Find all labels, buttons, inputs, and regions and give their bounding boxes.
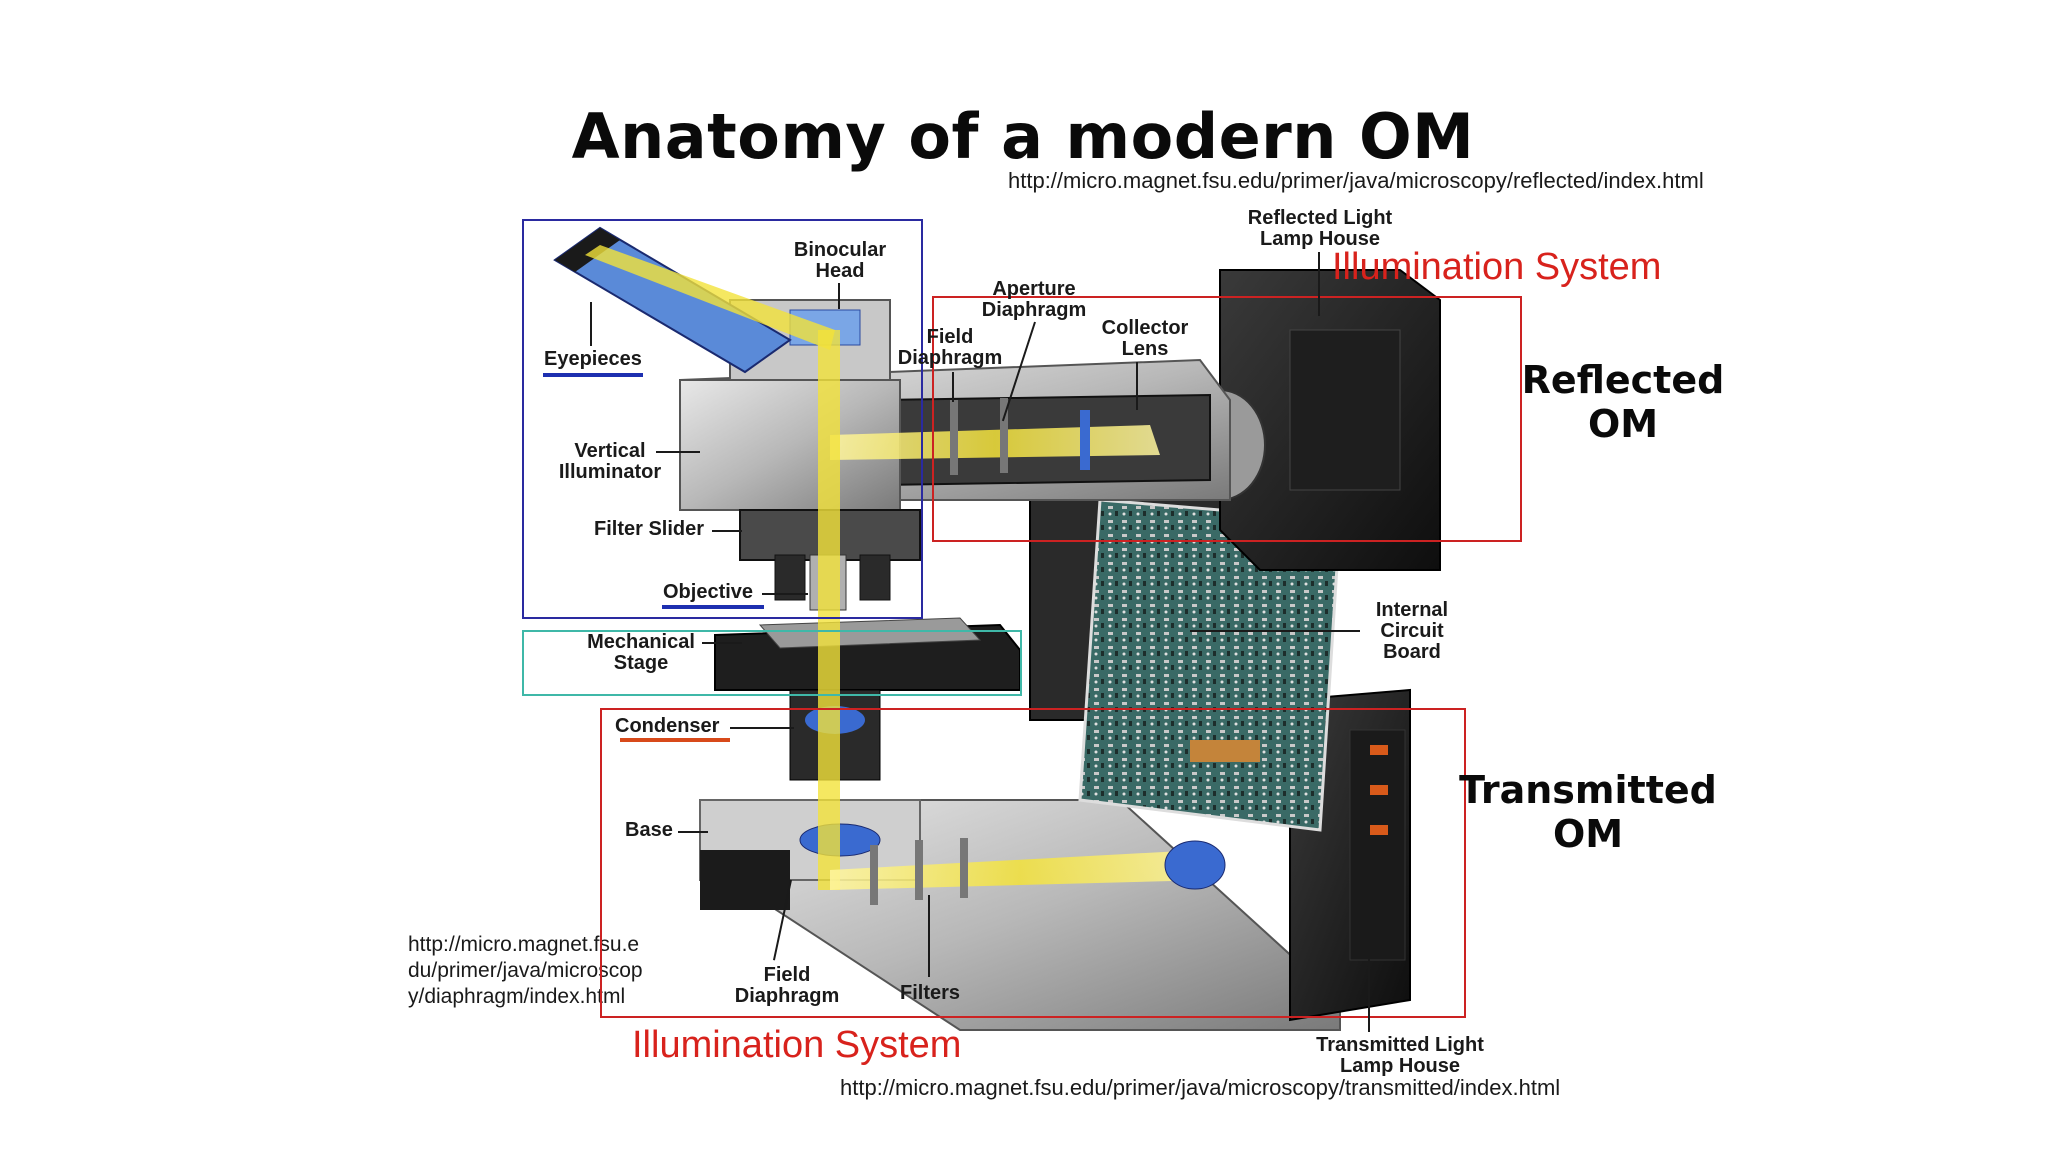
filter-disk-3: [960, 838, 968, 898]
label-vertical-illuminator-line-1: Vertical: [574, 440, 646, 462]
leader-binocular-head: [838, 283, 840, 309]
filter-disk-2: [915, 840, 923, 900]
label-aperture-diaphragm-line-1: Aperture: [992, 278, 1076, 300]
reflected-om-line-1: Reflected: [1521, 358, 1725, 402]
label-field-diaphragm-bottom-line-2: Diaphragm: [734, 985, 840, 1007]
leader-transmitted-lamp-house: [1368, 900, 1370, 1032]
label-filter-slider: Filter Slider: [594, 518, 705, 540]
leader-objective: [762, 593, 808, 595]
stage-section-box: [522, 630, 1022, 696]
transmitted-light-path: [830, 850, 1210, 890]
leader-base: [678, 831, 708, 833]
label-mechanical-stage-line-2: Stage: [613, 652, 669, 674]
label-aperture-diaphragm-line-2: Diaphragm: [981, 299, 1087, 321]
leader-condenser: [730, 727, 794, 729]
label-binocular-head-line-1: Binocular: [793, 239, 887, 261]
transmitted-om-heading: Transmitted OM: [1448, 768, 1728, 856]
leader-collector-lens: [1136, 362, 1138, 410]
illumination-system-bottom: Illumination System: [632, 1024, 962, 1066]
aperture-disk-1: [950, 400, 958, 475]
objective-underline: [662, 605, 764, 609]
eyepieces-underline: [543, 373, 643, 377]
label-mechanical-stage: Mechanical Stage: [576, 632, 706, 674]
leader-filter-slider: [712, 530, 742, 532]
lamp-sticker-2: [1370, 785, 1388, 795]
label-internal-circuit-board-line-2: Circuit: [1380, 620, 1444, 642]
label-collector-lens-line-1: Collector: [1101, 317, 1189, 339]
eyepiece-light-path: [585, 245, 835, 350]
page-title: Anatomy of a modern OM: [571, 100, 1475, 173]
diaphragm-url[interactable]: http://micro.magnet.fsu.e du/primer/java…: [408, 932, 643, 1010]
reflected-om-heading: Reflected OM: [1508, 358, 1738, 446]
leader-reflected-lamp-house: [1318, 252, 1320, 316]
label-eyepieces: Eyepieces: [544, 348, 642, 370]
label-mechanical-stage-line-1: Mechanical: [587, 631, 695, 653]
label-reflected-lamp-house-line-2: Lamp House: [1259, 228, 1381, 250]
reflected-url[interactable]: http://micro.magnet.fsu.edu/primer/java/…: [1008, 168, 1704, 193]
base-foot: [700, 850, 790, 910]
objective-2: [859, 554, 891, 601]
leader-eyepieces: [590, 302, 592, 346]
label-condenser: Condenser: [615, 715, 720, 737]
label-binocular-head: Binocular Head: [770, 240, 910, 282]
leader-internal-circuit-board: [1190, 630, 1360, 632]
label-vertical-illuminator: Vertical Illuminator: [545, 441, 675, 483]
condenser-underline: [620, 738, 730, 742]
head-section-box: [522, 219, 923, 619]
eyepiece-caps: [555, 228, 620, 272]
collector-lens-disk: [1080, 410, 1090, 470]
reflected-lamp-panel: [1289, 329, 1401, 491]
reflected-light-path: [830, 425, 1160, 460]
label-internal-circuit-board: Internal Circuit Board: [1362, 600, 1462, 663]
label-field-diaphragm-bottom-line-1: Field: [763, 964, 811, 986]
leader-vertical-illuminator: [656, 451, 700, 453]
filter-disk-1: [870, 845, 878, 905]
reflected-illumination-box: [932, 296, 1522, 542]
stage-top: [758, 617, 982, 649]
transmitted-om-line-2: OM: [1552, 812, 1624, 856]
label-reflected-lamp-house: Reflected Light Lamp House: [1230, 208, 1410, 250]
leader-field-diaphragm-top: [952, 372, 954, 402]
label-objective: Objective: [663, 581, 754, 603]
label-field-diaphragm-top: Field Diaphragm: [890, 327, 1010, 369]
label-internal-circuit-board-line-3: Board: [1383, 641, 1441, 663]
leader-mechanical-stage: [702, 642, 742, 644]
transmitted-url[interactable]: http://micro.magnet.fsu.edu/primer/java/…: [840, 1075, 1561, 1100]
label-filters: Filters: [899, 982, 961, 1004]
label-field-diaphragm-top-line-1: Field: [926, 326, 974, 348]
lamp-sticker-3: [1370, 825, 1388, 835]
transmitted-lamp-glow: [1164, 840, 1226, 890]
label-transmitted-lamp-house-line-2: Lamp House: [1339, 1055, 1461, 1077]
transmitted-illumination-box: [600, 708, 1466, 1018]
label-transmitted-lamp-house-line-1: Transmitted Light: [1316, 1034, 1484, 1056]
label-collector-lens: Collector Lens: [1090, 318, 1200, 360]
reflected-om-line-2: OM: [1587, 402, 1659, 446]
aperture-disk-2: [1000, 398, 1008, 473]
leader-filters: [928, 895, 930, 977]
transmitted-om-line-1: Transmitted: [1459, 768, 1717, 812]
label-reflected-lamp-house-line-1: Reflected Light: [1247, 207, 1393, 229]
vertical-light-path: [818, 330, 840, 890]
label-transmitted-lamp-house: Transmitted Light Lamp House: [1300, 1035, 1500, 1077]
circuit-chip: [1190, 740, 1260, 762]
label-collector-lens-line-2: Lens: [1121, 338, 1169, 360]
label-internal-circuit-board-line-1: Internal: [1375, 599, 1449, 621]
label-binocular-head-line-2: Head: [815, 260, 865, 282]
diaphragm-url-line-3: y/diaphragm/index.html: [408, 985, 626, 1008]
label-field-diaphragm-top-line-2: Diaphragm: [897, 347, 1003, 369]
lamp-sticker-1: [1370, 745, 1388, 755]
objective-3: [774, 554, 806, 601]
transmitted-lamp-face: [1349, 729, 1406, 961]
label-vertical-illuminator-line-2: Illuminator: [558, 461, 662, 483]
diaphragm-url-line-1: http://micro.magnet.fsu.e: [408, 933, 640, 956]
label-field-diaphragm-bottom: Field Diaphragm: [722, 965, 852, 1007]
label-base: Base: [625, 819, 673, 841]
label-aperture-diaphragm: Aperture Diaphragm: [974, 279, 1094, 321]
diaphragm-url-line-2: du/primer/java/microscop: [408, 959, 643, 982]
illumination-system-top: Illumination System: [1332, 246, 1662, 288]
